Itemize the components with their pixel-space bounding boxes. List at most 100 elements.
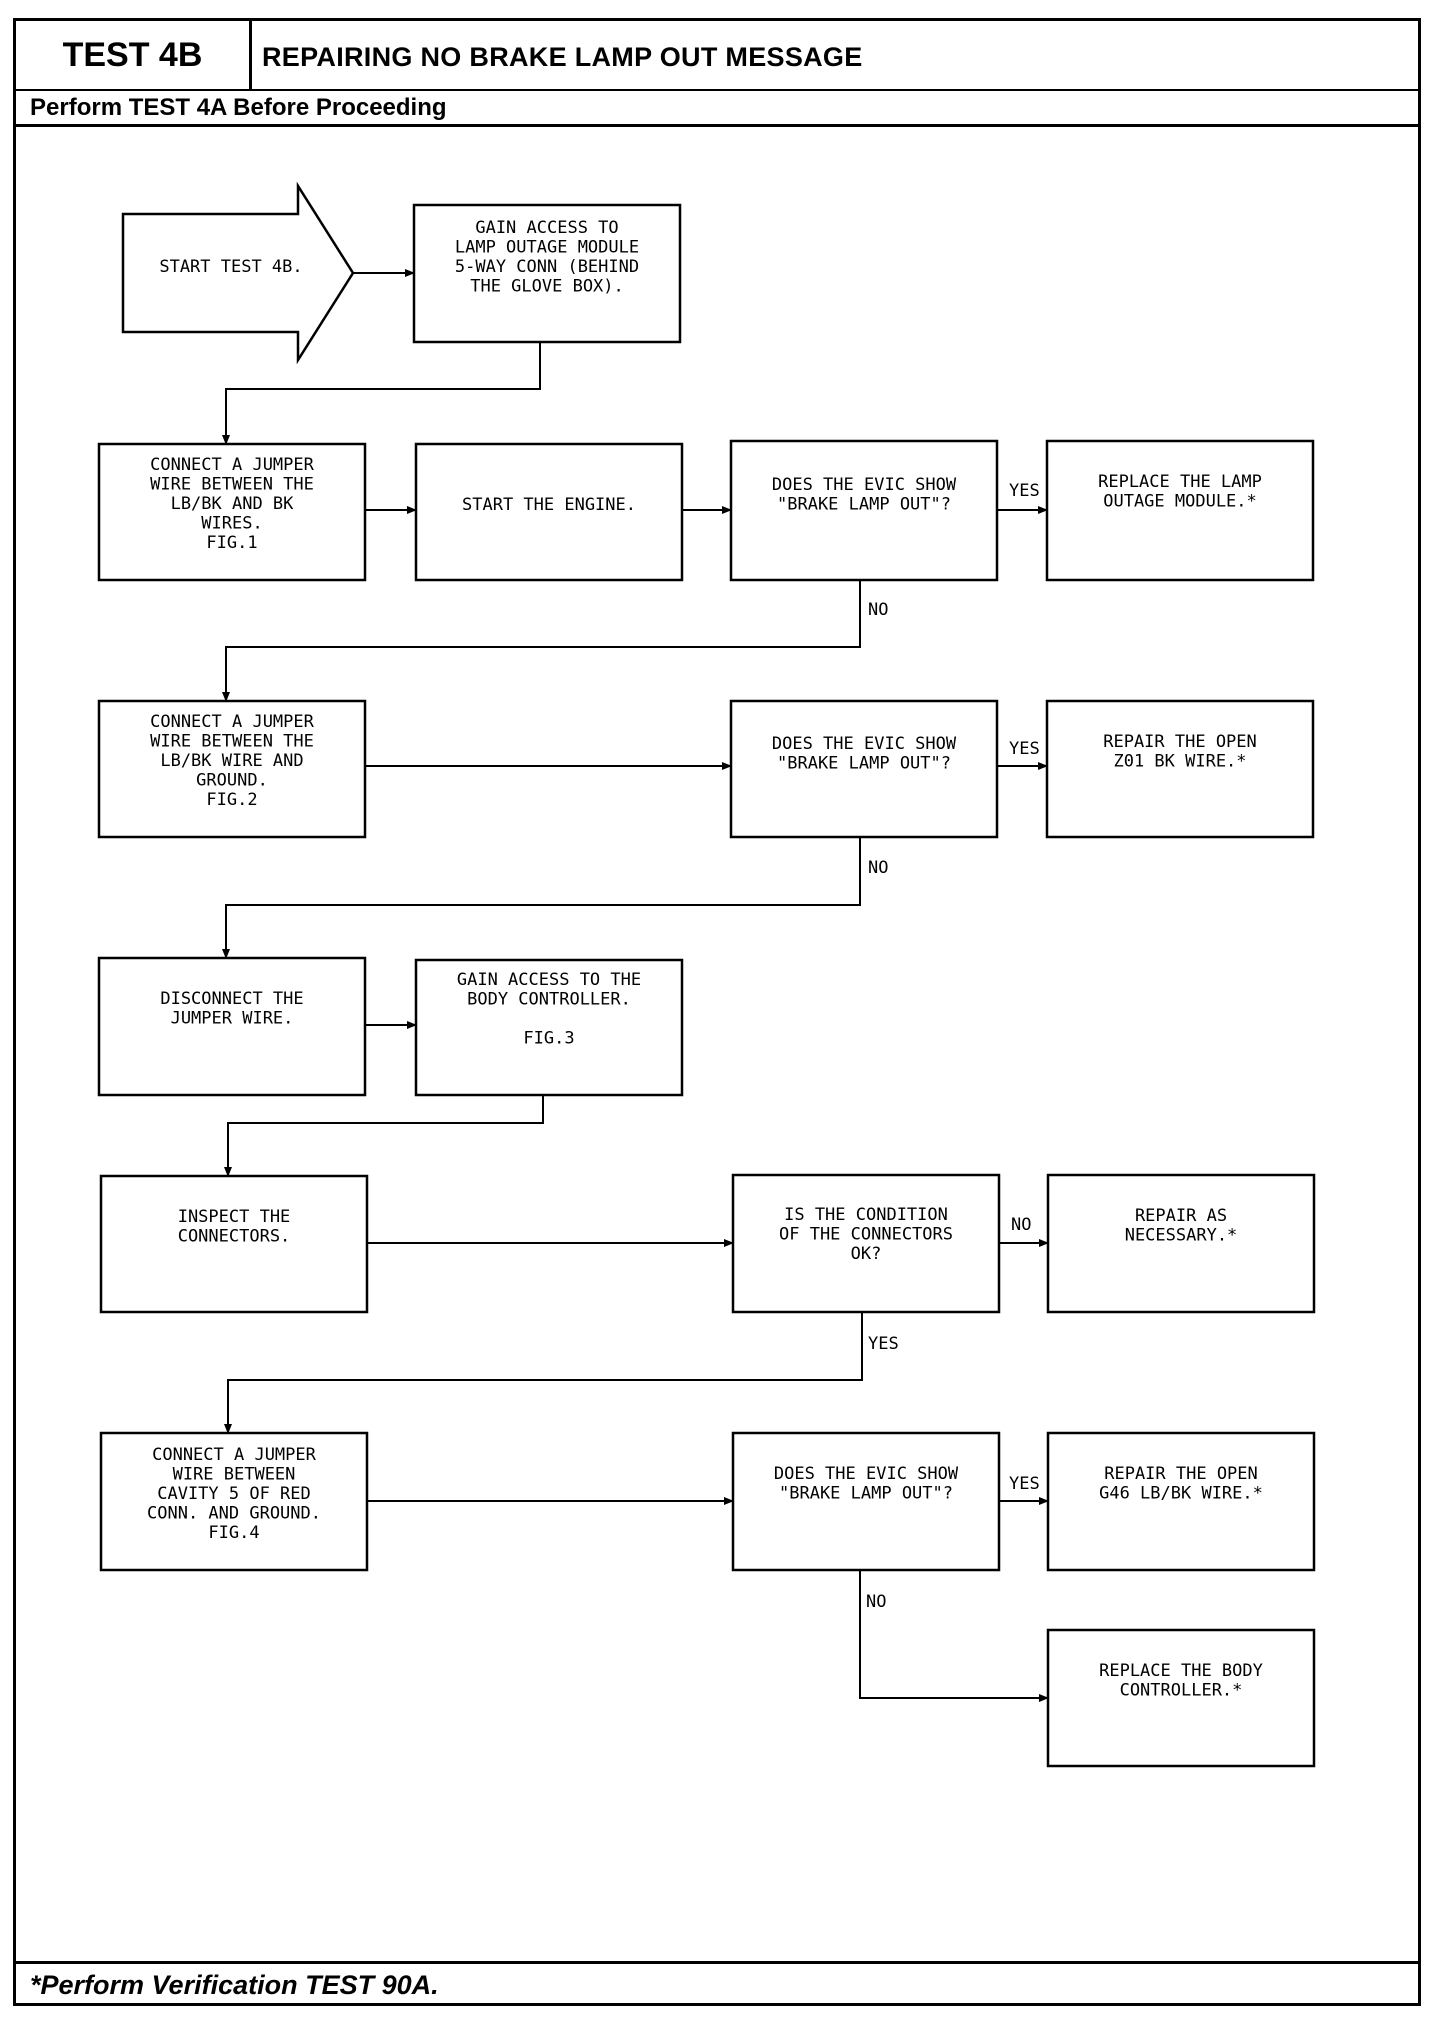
step-q-evic-3: DOES THE EVIC SHOW"BRAKE LAMP OUT"? [731,1431,1001,1572]
step-text-line: IS THE CONDITION [784,1205,948,1225]
step-q-evic-1: DOES THE EVIC SHOW"BRAKE LAMP OUT"? [729,439,999,582]
step-box [1046,1628,1316,1768]
connectors [222,269,1049,1702]
step-text-line: DOES THE EVIC SHOW [772,734,957,754]
step-text-line: WIRE BETWEEN THE [150,475,314,495]
step-text-line: REPAIR THE OPEN [1104,1464,1258,1484]
edge-label-yes3: YES [868,1334,899,1354]
step-start: START TEST 4B. [121,181,355,365]
step-text-line: INSPECT THE [178,1207,291,1227]
step-text-line: CONN. AND GROUND. [147,1504,321,1524]
step-box [729,439,999,582]
step-text-line: OF THE CONNECTORS [779,1225,953,1245]
step-box [1046,1431,1316,1572]
step-text-line: REPAIR THE OPEN [1103,732,1257,752]
step-text-line: LB/BK WIRE AND [160,751,303,771]
step-box [414,442,684,582]
step-text-line: DOES THE EVIC SHOW [774,1464,959,1484]
step-box [97,442,367,582]
step-q-evic-2: DOES THE EVIC SHOW"BRAKE LAMP OUT"? [729,699,999,839]
step-text-line: OUTAGE MODULE.* [1103,492,1257,512]
step-text-line: "BRAKE LAMP OUT"? [779,1484,953,1504]
step-text-line: BODY CONTROLLER. [467,990,631,1010]
step-text-line: GROUND. [196,771,268,791]
step-text-line: CONNECT A JUMPER [150,712,315,732]
step-text-line: START THE ENGINE. [462,495,636,515]
edge-label-yes1: YES [1009,481,1040,501]
step-box [414,958,684,1097]
edge-access-to-jumper1 [222,342,541,445]
header-bottom-rule [16,124,1418,127]
step-text-line: DISCONNECT THE [160,989,303,1009]
test-id: TEST 4B [16,21,252,89]
step-text-line: OK? [851,1244,882,1264]
start-arrow-shape [121,181,355,365]
edge-qconn-yes [224,1312,863,1434]
step-text-line: REPLACE THE BODY [1099,1661,1263,1681]
edge-q2-no [222,837,861,959]
step-box [99,1431,369,1572]
step-text-line: REPAIR AS [1135,1206,1227,1226]
step-text-line: START TEST 4B. [159,257,302,277]
step-box [99,1174,369,1314]
step-text-line: CONNECT A JUMPER [152,1445,317,1465]
step-text-line: NECESSARY.* [1125,1226,1238,1246]
step-text-line: JUMPER WIRE. [171,1009,294,1029]
step-text-line: LB/BK AND BK [171,494,295,514]
step-text-line: CONTROLLER.* [1120,1681,1243,1701]
header-row: TEST 4B REPAIRING NO BRAKE LAMP OUT MESS… [16,21,1418,89]
step-text-line: FIG.3 [523,1029,574,1049]
step-box [729,699,999,839]
footer-rule [16,1961,1418,1964]
step-text-line: GAIN ACCESS TO [475,218,618,238]
step-box [731,1173,1001,1314]
edge-access-body-to-inspect [224,1095,544,1177]
step-box [1045,439,1315,582]
header-divider [16,89,1418,91]
step-text-line: REPLACE THE LAMP [1098,472,1262,492]
step-text-line: Z01 BK WIRE.* [1113,752,1246,772]
edge-label-yes4: YES [1009,1474,1040,1494]
step-text-line: G46 LB/BK WIRE.* [1099,1484,1263,1504]
edge-label-no4: NO [866,1592,886,1612]
step-text-line: 5-WAY CONN (BEHIND [455,257,639,277]
step-text-line: WIRES. [201,514,262,534]
step-box [1046,1173,1316,1314]
step-box [1045,699,1315,839]
step-box [731,1431,1001,1572]
edge-label-yes2: YES [1009,739,1040,759]
test-title: REPAIRING NO BRAKE LAMP OUT MESSAGE [262,42,863,72]
step-text-line: CONNECTORS. [178,1227,291,1247]
step-text-line: LAMP OUTAGE MODULE [455,238,639,258]
step-box [412,203,682,344]
edge-label-no2: NO [868,858,888,878]
step-text-line: FIG.2 [206,790,257,810]
step-text-line: "BRAKE LAMP OUT"? [777,754,951,774]
step-text-line: GAIN ACCESS TO THE [457,970,641,990]
step-start-engine: START THE ENGINE. [414,442,684,582]
step-text-line: CONNECT A JUMPER [150,455,315,475]
step-text-line: THE GLOVE BOX). [470,277,624,297]
step-text-line: WIRE BETWEEN [173,1465,296,1485]
step-box [97,956,367,1097]
edge-q1-no [222,580,861,702]
step-text-line: FIG.4 [208,1523,259,1543]
edge-q3-no [859,1570,1049,1702]
step-text-line: FIG.1 [206,533,257,553]
step-text-line: "BRAKE LAMP OUT"? [777,495,951,515]
